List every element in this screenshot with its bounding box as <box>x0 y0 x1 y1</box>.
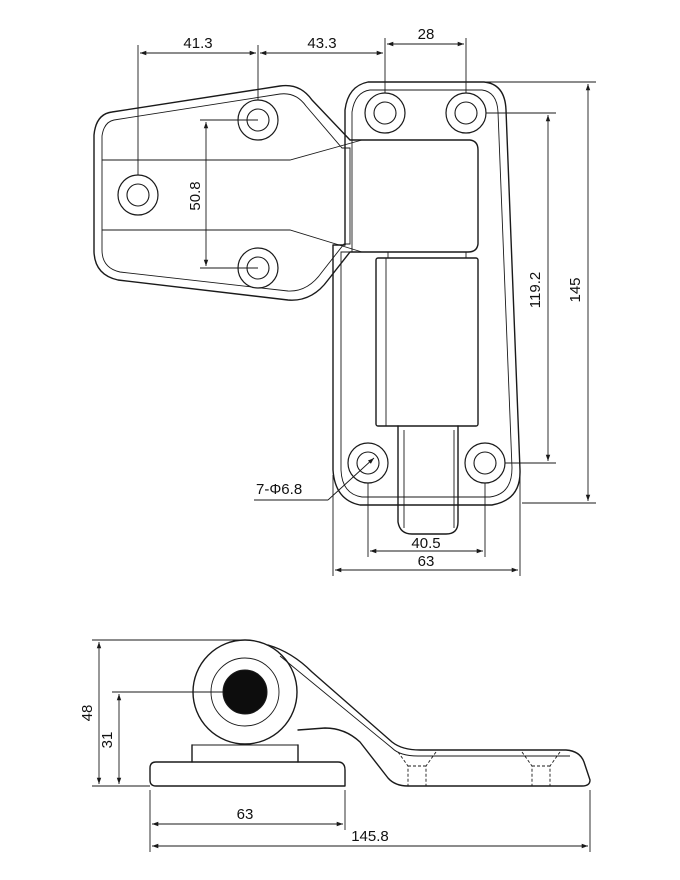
barrel-collar <box>387 252 467 258</box>
leaf-center-strip <box>102 139 363 253</box>
side-arm-top-edge <box>279 655 570 757</box>
hole-plate-top-right-inner <box>454 101 478 125</box>
dim-hole-callout: 7-Φ6.8 <box>254 457 375 501</box>
side-pin-bore <box>222 669 268 715</box>
side-countersink-right <box>521 751 561 786</box>
dim-43-3: 43.3 <box>260 35 386 93</box>
dim-48-label: 48 <box>79 705 96 722</box>
dim-41-3-label: 41.3 <box>183 35 212 52</box>
dim-31: 31 <box>99 691 223 784</box>
pin-shaft <box>397 425 459 535</box>
dim-50-8-label: 50.8 <box>187 181 204 210</box>
dim-28: 28 <box>384 26 467 93</box>
dim-63-side-label: 63 <box>237 806 254 823</box>
dim-40-5: 40.5 <box>367 483 486 557</box>
dim-41-3: 41.3 <box>137 35 259 175</box>
dim-119-2: 119.2 <box>486 112 556 464</box>
dim-31-label: 31 <box>99 732 116 749</box>
hole-left-mid-inner <box>126 183 150 207</box>
dim-145: 145 <box>486 81 596 504</box>
hole-plate-bottom-right-inner <box>473 451 497 475</box>
dim-119-2-label: 119.2 <box>527 272 544 308</box>
dim-43-3-label: 43.3 <box>307 35 336 52</box>
dim-63-top: 63 <box>332 475 521 576</box>
dim-hole-callout-label: 7-Φ6.8 <box>256 481 302 498</box>
side-base-flange <box>149 761 346 787</box>
dim-63-top-label: 63 <box>418 553 435 570</box>
leaf-plate-inner-edge <box>101 93 351 292</box>
pin-barrel <box>375 257 479 427</box>
dim-48: 48 <box>79 639 245 787</box>
base-plate-outline <box>332 81 521 506</box>
dim-50-8: 50.8 <box>187 119 258 269</box>
mounting-holes <box>117 92 506 484</box>
dim-145-8-label: 145.8 <box>351 828 389 845</box>
leaf-plate-outline <box>93 84 479 301</box>
side-view: 48 31 63 145.8 <box>79 639 591 852</box>
side-arm <box>267 644 591 787</box>
hole-plate-top-left-inner <box>373 101 397 125</box>
base-plate-inner-edge <box>340 89 513 498</box>
dim-145-8: 145.8 <box>152 790 591 852</box>
dim-145-label: 145 <box>567 277 584 302</box>
side-upright <box>191 744 299 763</box>
side-countersink-left <box>397 751 437 786</box>
dim-40-5-label: 40.5 <box>411 535 440 552</box>
top-view: 41.3 43.3 28 50.8 119.2 <box>93 26 596 576</box>
dim-28-label: 28 <box>418 26 435 43</box>
dim-63-side: 63 <box>149 790 346 852</box>
